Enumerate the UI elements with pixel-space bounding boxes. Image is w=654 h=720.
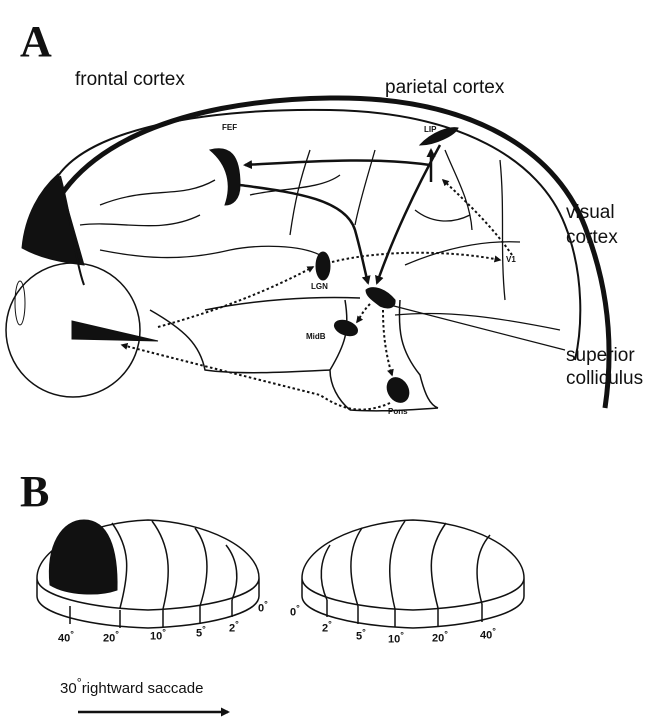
v1-label: V1 [506,256,516,264]
right-disk-line-4 [431,523,446,608]
sulcus-1 [100,180,215,205]
right-disk-rim [302,578,524,628]
path-sc-to-pons [383,310,392,375]
parietal-cortex-label: parietal cortex [385,78,504,98]
left-tick-0: 0° [258,600,268,615]
left-tick-10: 10° [150,628,166,643]
right-tick-5: 5° [356,628,366,643]
midbrain-area [332,317,359,338]
right-disk-top [302,520,524,578]
left-disk-line-3 [195,528,207,606]
lip-label: LIP [424,126,436,134]
sulcus-3 [100,246,320,257]
superior-colliculus-label-line1: superior [566,346,635,366]
panel-a-letter: A [20,20,52,64]
right-disk-line-5 [477,535,490,604]
superior-colliculus-label-line2: colliculus [566,369,643,389]
left-tick-5: 5° [196,625,206,640]
frontal-cortex-label: frontal cortex [75,70,185,90]
sulcus-6 [445,150,472,230]
right-disk-line-1 [321,545,330,600]
sulcus-4 [250,175,340,195]
sc-leader-line [390,305,565,350]
left-tick-40: 40° [58,630,74,645]
right-tick-40: 40° [480,627,496,642]
pons-area [383,374,413,407]
left-tick-2: 2° [229,620,239,635]
path-retina-to-lgn [158,267,313,327]
left-disk-line-4 [226,545,237,600]
temporal-lobe-outline [150,298,360,373]
visual-cortex-label-line2: cortex [566,228,618,248]
eye-lens [15,281,25,325]
right-tick-20: 20° [432,630,448,645]
pons-label: Pons [388,408,408,416]
retina-wedge [72,321,158,341]
frontal-pole-shading [22,174,84,265]
fef-label: FEF [222,124,237,132]
right-tick-2: 2° [322,620,332,635]
path-pons-to-eye [122,345,390,410]
right-disk-line-2 [351,528,362,606]
lgn-label: LGN [311,283,328,291]
path-sc-to-midb [357,304,370,322]
lgn-area [316,252,330,280]
left-tick-20: 20° [103,630,119,645]
midb-label: MidB [306,333,326,341]
right-tick-10: 10° [388,631,404,646]
right-disk-line-3 [390,521,405,609]
fef-area [210,149,240,205]
activity-blob [49,520,117,594]
path-fef-to-sc [240,185,368,283]
right-tick-0: 0° [290,604,300,619]
sulcus-9 [415,210,470,221]
left-disk-line-2 [152,521,168,609]
sulcus-8 [500,160,505,300]
sulcus-2 [80,215,200,226]
saccade-label: 30°rightward saccade [60,677,203,697]
brain-diagram [6,98,609,411]
visual-cortex-label-line1: visual [566,203,615,223]
path-lip-to-fef [245,160,430,165]
panel-b-letter: B [20,470,49,514]
